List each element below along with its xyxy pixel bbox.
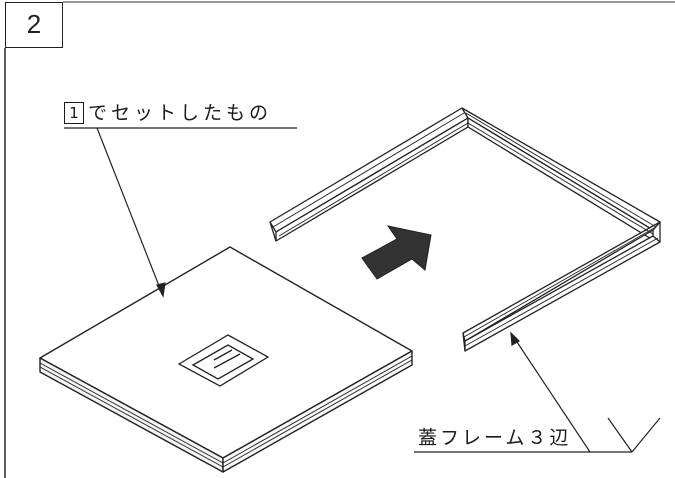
frame-back-arm-edge [275, 117, 469, 242]
page-border [4, 1, 675, 478]
plate-slot [177, 334, 270, 387]
label-set-text: でセットしたもの [88, 102, 273, 124]
frame-end-caps [269, 221, 661, 352]
step-number: 2 [26, 9, 42, 39]
label-lid-frame: 蓋フレーム３辺 [418, 427, 572, 449]
frame-groove-lines [272, 112, 659, 347]
leader-set [64, 127, 297, 298]
lid-frame [269, 107, 661, 352]
plate-layer-lines [39, 355, 413, 468]
direction-arrow [361, 225, 432, 280]
plate-right-edge [222, 350, 413, 473]
leader-lid-frame [414, 331, 661, 453]
step-ref-box: 1 [64, 102, 84, 124]
step-number-box: 2 [5, 2, 63, 48]
